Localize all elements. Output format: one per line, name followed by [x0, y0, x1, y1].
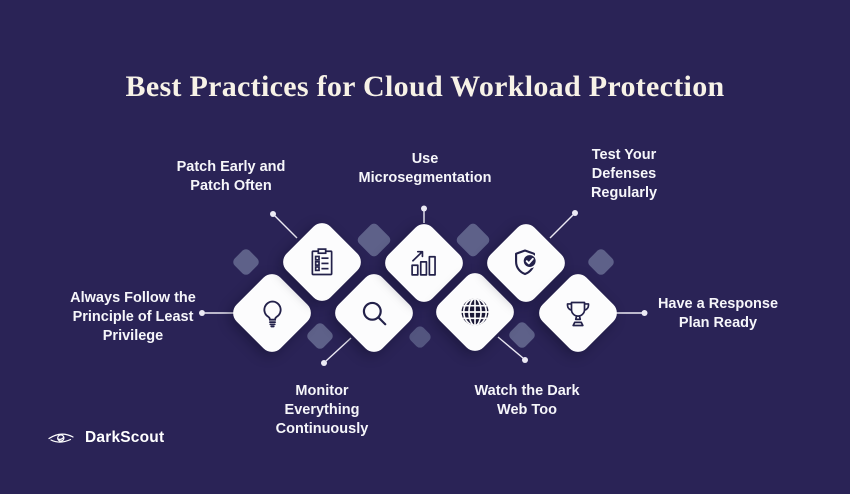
checklist-icon: [291, 231, 353, 293]
label-test-defenses: Test Your Defenses Regularly: [590, 147, 658, 201]
tile-patch-often: [278, 218, 366, 306]
label-response-plan: Have a Response Plan Ready: [657, 296, 779, 331]
label-monitor: Monitor Everything Continuously: [275, 383, 369, 437]
shield-check-icon: [495, 232, 557, 294]
tile-test-defenses: [482, 219, 570, 307]
darkscout-logo-icon: [46, 429, 76, 447]
tile-dark-web: [431, 268, 519, 356]
label-least-privilege: Always Follow the Principle of Least Pri…: [70, 290, 196, 344]
label-dark-web: Watch the Dark Web Too: [474, 383, 580, 418]
label-patch-often: Patch Early and Patch Often: [176, 159, 286, 194]
tile-microsegmentation: [380, 219, 468, 307]
label-microsegmentation: Use Microsegmentation: [358, 151, 492, 186]
trophy-icon: [547, 282, 609, 344]
brand-footer: DarkScout: [46, 424, 164, 452]
growth-chart-icon: [393, 232, 455, 294]
tile-response-plan: [534, 269, 622, 357]
globe-icon: [444, 281, 506, 343]
tile-least-privilege: [228, 269, 316, 357]
page-title: Best Practices for Cloud Workload Protec…: [125, 70, 725, 103]
lightbulb-icon: [241, 282, 303, 344]
brand-name: DarkScout: [85, 429, 165, 446]
tile-monitor: [330, 269, 418, 357]
magnifier-icon: [343, 282, 405, 344]
